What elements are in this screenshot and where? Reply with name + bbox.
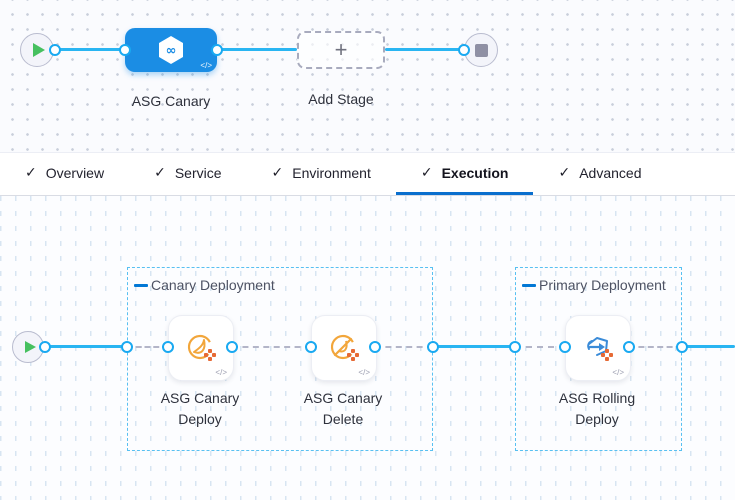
- check-icon: ✓: [154, 164, 166, 180]
- check-icon: ✓: [420, 164, 433, 180]
- step-label: ASG Canary Deploy: [160, 390, 240, 427]
- group-label: Primary Deployment: [522, 277, 666, 293]
- stop-icon: [474, 43, 488, 57]
- tab-execution[interactable]: ✓ Execution: [395, 153, 534, 195]
- add-stage-label: Add Stage: [308, 91, 374, 107]
- tab-label: Environment: [292, 164, 371, 181]
- yaml-code-icon[interactable]: </>: [612, 368, 624, 377]
- play-icon: [33, 43, 45, 57]
- link-port[interactable]: [676, 341, 688, 353]
- asg-rolling-deploy-icon: [587, 337, 613, 361]
- play-icon: [24, 341, 36, 353]
- tab-overview[interactable]: ✓ Overview: [0, 153, 129, 195]
- tab-advanced[interactable]: ✓ Advanced: [533, 153, 666, 195]
- step-group-primary-deployment[interactable]: Primary Deployment: [515, 267, 682, 451]
- tab-environment[interactable]: ✓ Environment: [247, 153, 396, 195]
- plus-icon: +: [334, 37, 348, 62]
- connector-line: [385, 48, 465, 51]
- svg-text:∞: ∞: [166, 44, 177, 59]
- connector-line: [433, 345, 515, 348]
- link-port[interactable]: [305, 341, 317, 353]
- harness-cd-hexagon-icon: ∞: [159, 36, 183, 64]
- connector-line: [217, 48, 297, 51]
- group-label-text: Primary Deployment: [539, 277, 666, 293]
- step-label: ASG Canary Delete: [303, 390, 383, 427]
- connector-line: [37, 48, 127, 51]
- pipeline-canvas[interactable]: ∞ </> ASG Canary + Add Stage: [0, 0, 735, 153]
- connector-line: [682, 345, 735, 348]
- tab-label: Overview: [45, 164, 105, 181]
- group-dash-icon: [134, 283, 148, 287]
- dashed-line: [515, 346, 565, 348]
- link-port[interactable]: [458, 44, 470, 56]
- dashed-line: [375, 346, 433, 348]
- tab-label: Advanced: [579, 164, 642, 181]
- execution-start-node[interactable]: [12, 331, 44, 363]
- check-icon: ✓: [271, 164, 284, 180]
- asg-delete-icon: [330, 334, 359, 361]
- dashed-line: [127, 346, 168, 348]
- link-port[interactable]: [162, 341, 174, 353]
- yaml-code-icon[interactable]: </>: [200, 61, 212, 70]
- stage-config-tabs: ✓ Overview ✓ Service ✓ Environment ✓ Exe…: [0, 153, 735, 196]
- link-port[interactable]: [623, 341, 635, 353]
- step-node-asg-canary-delete[interactable]: </>: [311, 315, 377, 381]
- stage-label: ASG Canary: [131, 93, 211, 109]
- tab-label: Service: [174, 164, 222, 181]
- link-port[interactable]: [119, 44, 131, 56]
- link-port[interactable]: [427, 341, 439, 353]
- yaml-code-icon[interactable]: </>: [358, 368, 370, 377]
- step-node-asg-canary-deploy[interactable]: </>: [168, 315, 234, 381]
- execution-canvas[interactable]: Canary Deployment Primary Deployment </>…: [0, 196, 735, 500]
- link-port[interactable]: [49, 44, 61, 56]
- add-stage-button[interactable]: +: [297, 31, 385, 69]
- link-port[interactable]: [559, 341, 571, 353]
- link-port[interactable]: [39, 341, 51, 353]
- check-icon: ✓: [25, 164, 37, 180]
- step-label: ASG Rolling Deploy: [558, 390, 636, 427]
- dashed-line: [232, 346, 311, 348]
- connector-line: [45, 345, 127, 348]
- yaml-code-icon[interactable]: </>: [215, 368, 227, 377]
- pipeline-start-node[interactable]: [20, 33, 54, 67]
- link-port[interactable]: [226, 341, 238, 353]
- step-node-asg-rolling-deploy[interactable]: </>: [565, 315, 631, 381]
- link-port[interactable]: [211, 44, 223, 56]
- group-label: Canary Deployment: [134, 277, 275, 293]
- link-port[interactable]: [369, 341, 381, 353]
- tab-service[interactable]: ✓ Service: [129, 153, 246, 195]
- link-port[interactable]: [121, 341, 133, 353]
- dashed-line: [629, 346, 682, 348]
- check-icon: ✓: [558, 164, 571, 180]
- step-group-canary-deployment[interactable]: Canary Deployment: [127, 267, 433, 451]
- group-label-text: Canary Deployment: [151, 277, 275, 293]
- link-port[interactable]: [509, 341, 521, 353]
- tab-label: Execution: [441, 164, 509, 181]
- group-dash-icon: [522, 283, 536, 287]
- stage-node-asg-canary[interactable]: ∞ </>: [125, 28, 217, 72]
- asg-deploy-icon: [187, 334, 216, 361]
